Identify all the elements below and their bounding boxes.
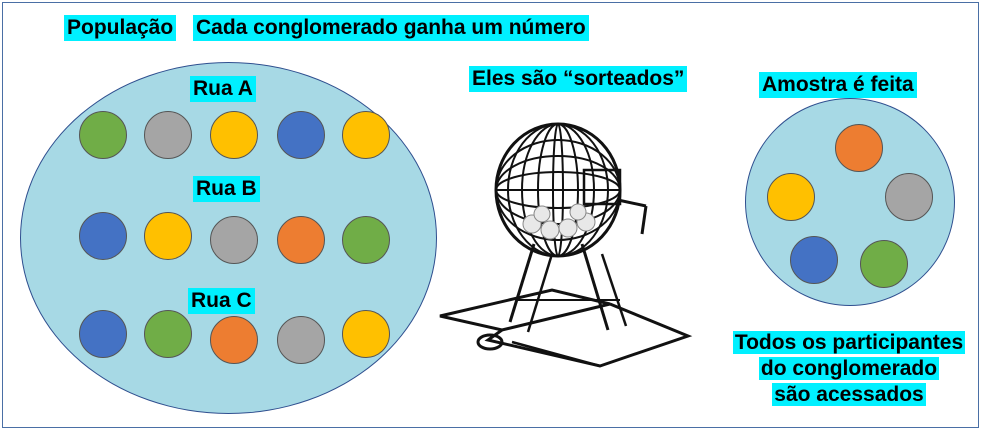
sample-dot-2 — [767, 173, 815, 221]
drawn-label: Eles são “sorteados” — [469, 66, 688, 92]
street-c-label: Rua C — [188, 288, 255, 314]
sample-note-line-1: Todos os participantes — [732, 331, 966, 354]
cluster-a-dot-1 — [79, 111, 127, 159]
bingo-cage-icon — [439, 122, 693, 368]
sample-note-line-3: são acessados — [772, 383, 926, 406]
title-label: Cada conglomerado ganha um número — [193, 15, 589, 41]
population-label: População — [64, 15, 177, 41]
cluster-a-dot-4 — [277, 111, 325, 159]
sample-dot-5 — [860, 240, 908, 288]
cluster-c-dot-3 — [210, 316, 258, 364]
sample-dot-3 — [885, 173, 933, 221]
sample-note-line-2: do conglomerado — [758, 357, 940, 380]
cluster-b-dot-1 — [79, 212, 127, 260]
sample-dot-4 — [790, 236, 838, 284]
sample-note: Todos os participantes do conglomerado s… — [718, 330, 980, 408]
cluster-c-dot-4 — [277, 316, 325, 364]
cluster-c-dot-1 — [79, 310, 127, 358]
cluster-b-dot-3 — [210, 216, 258, 264]
cluster-b-dot-2 — [144, 212, 192, 260]
cluster-b-dot-5 — [342, 216, 390, 264]
sample-label: Amostra é feita — [759, 72, 917, 98]
cluster-a-dot-5 — [342, 111, 390, 159]
street-b-label: Rua B — [193, 176, 260, 202]
cluster-c-dot-5 — [342, 310, 390, 358]
cluster-b-dot-4 — [277, 216, 325, 264]
cluster-c-dot-2 — [144, 310, 192, 358]
sample-dot-1 — [835, 124, 883, 172]
cluster-a-dot-2 — [144, 111, 192, 159]
street-a-label: Rua A — [190, 76, 256, 102]
cluster-a-dot-3 — [210, 111, 258, 159]
